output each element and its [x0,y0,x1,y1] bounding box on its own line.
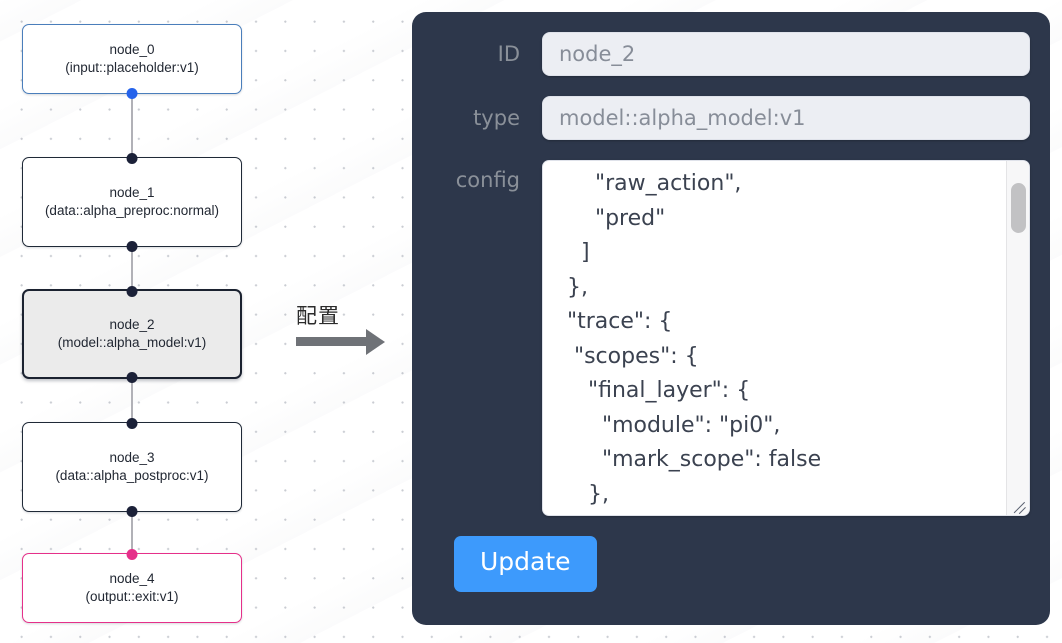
id-input[interactable]: node_2 [542,32,1030,76]
field-row-type: type model::alpha_model:v1 [432,96,1030,140]
panel-actions: Update [432,536,1030,592]
node-subtitle: (input::placeholder:v1) [65,60,199,75]
node-title: node_2 [109,316,155,332]
arrow-head-icon [366,328,385,355]
node-handle-bottom[interactable] [126,87,138,99]
config-field-label: config [455,168,520,192]
resize-handle-icon[interactable] [1009,495,1028,514]
node-title: node_1 [109,184,155,200]
type-input[interactable]: model::alpha_model:v1 [542,96,1030,140]
type-field-label: type [473,106,520,130]
flow-node-node_2[interactable]: node_2 (model::alpha_model:v1) [22,285,242,383]
node-subtitle: (data::alpha_postproc:v1) [55,468,209,483]
node-title: node_3 [109,449,155,465]
node-title: node_4 [109,570,155,586]
flow-node-node_1[interactable]: node_1 (data::alpha_preproc:normal) [22,152,242,252]
field-row-id: ID node_2 [432,32,1030,76]
config-textarea[interactable]: "raw_action", "pred" ] }, "trace": { "sc… [542,160,1030,516]
node-handle-top[interactable] [126,285,138,297]
flow-node-node_4[interactable]: node_4 (output::exit:v1) [22,548,242,623]
transition-label: 配置 [296,304,340,328]
edge-node2-node3 [131,379,133,422]
edge-node3-node4 [131,512,133,553]
flow-node-node_3[interactable]: node_3 (data::alpha_postproc:v1) [22,417,242,517]
node-handle-bottom[interactable] [126,240,138,252]
node-handle-top[interactable] [126,417,138,429]
id-field-label: ID [497,42,520,66]
arrow-shaft [296,337,368,346]
edge-node0-node1 [131,93,133,157]
transition-arrow-group: 配置 [296,300,396,360]
node-subtitle: (output::exit:v1) [85,589,179,604]
flow-node-node_0[interactable]: node_0 (input::placeholder:v1) [22,24,242,99]
config-textarea-content[interactable]: "raw_action", "pred" ] }, "trace": { "sc… [566,171,822,507]
node-handle-top[interactable] [126,548,138,560]
node-handle-bottom[interactable] [126,505,138,517]
node-handle-bottom[interactable] [126,371,138,383]
node-subtitle: (model::alpha_model:v1) [57,335,207,350]
node-handle-top[interactable] [126,152,138,164]
config-textarea-scrollbar[interactable] [1006,161,1029,515]
config-textarea-scroll-thumb[interactable] [1011,183,1026,233]
node-config-panel: ID node_2 type model::alpha_model:v1 con… [412,12,1050,625]
node-title: node_0 [109,41,155,57]
node-subtitle: (data::alpha_preproc:normal) [44,203,220,218]
field-row-config: config "raw_action", "pred" ] }, "trace"… [432,160,1030,516]
edge-node1-node2 [131,247,133,289]
update-button[interactable]: Update [454,536,597,592]
